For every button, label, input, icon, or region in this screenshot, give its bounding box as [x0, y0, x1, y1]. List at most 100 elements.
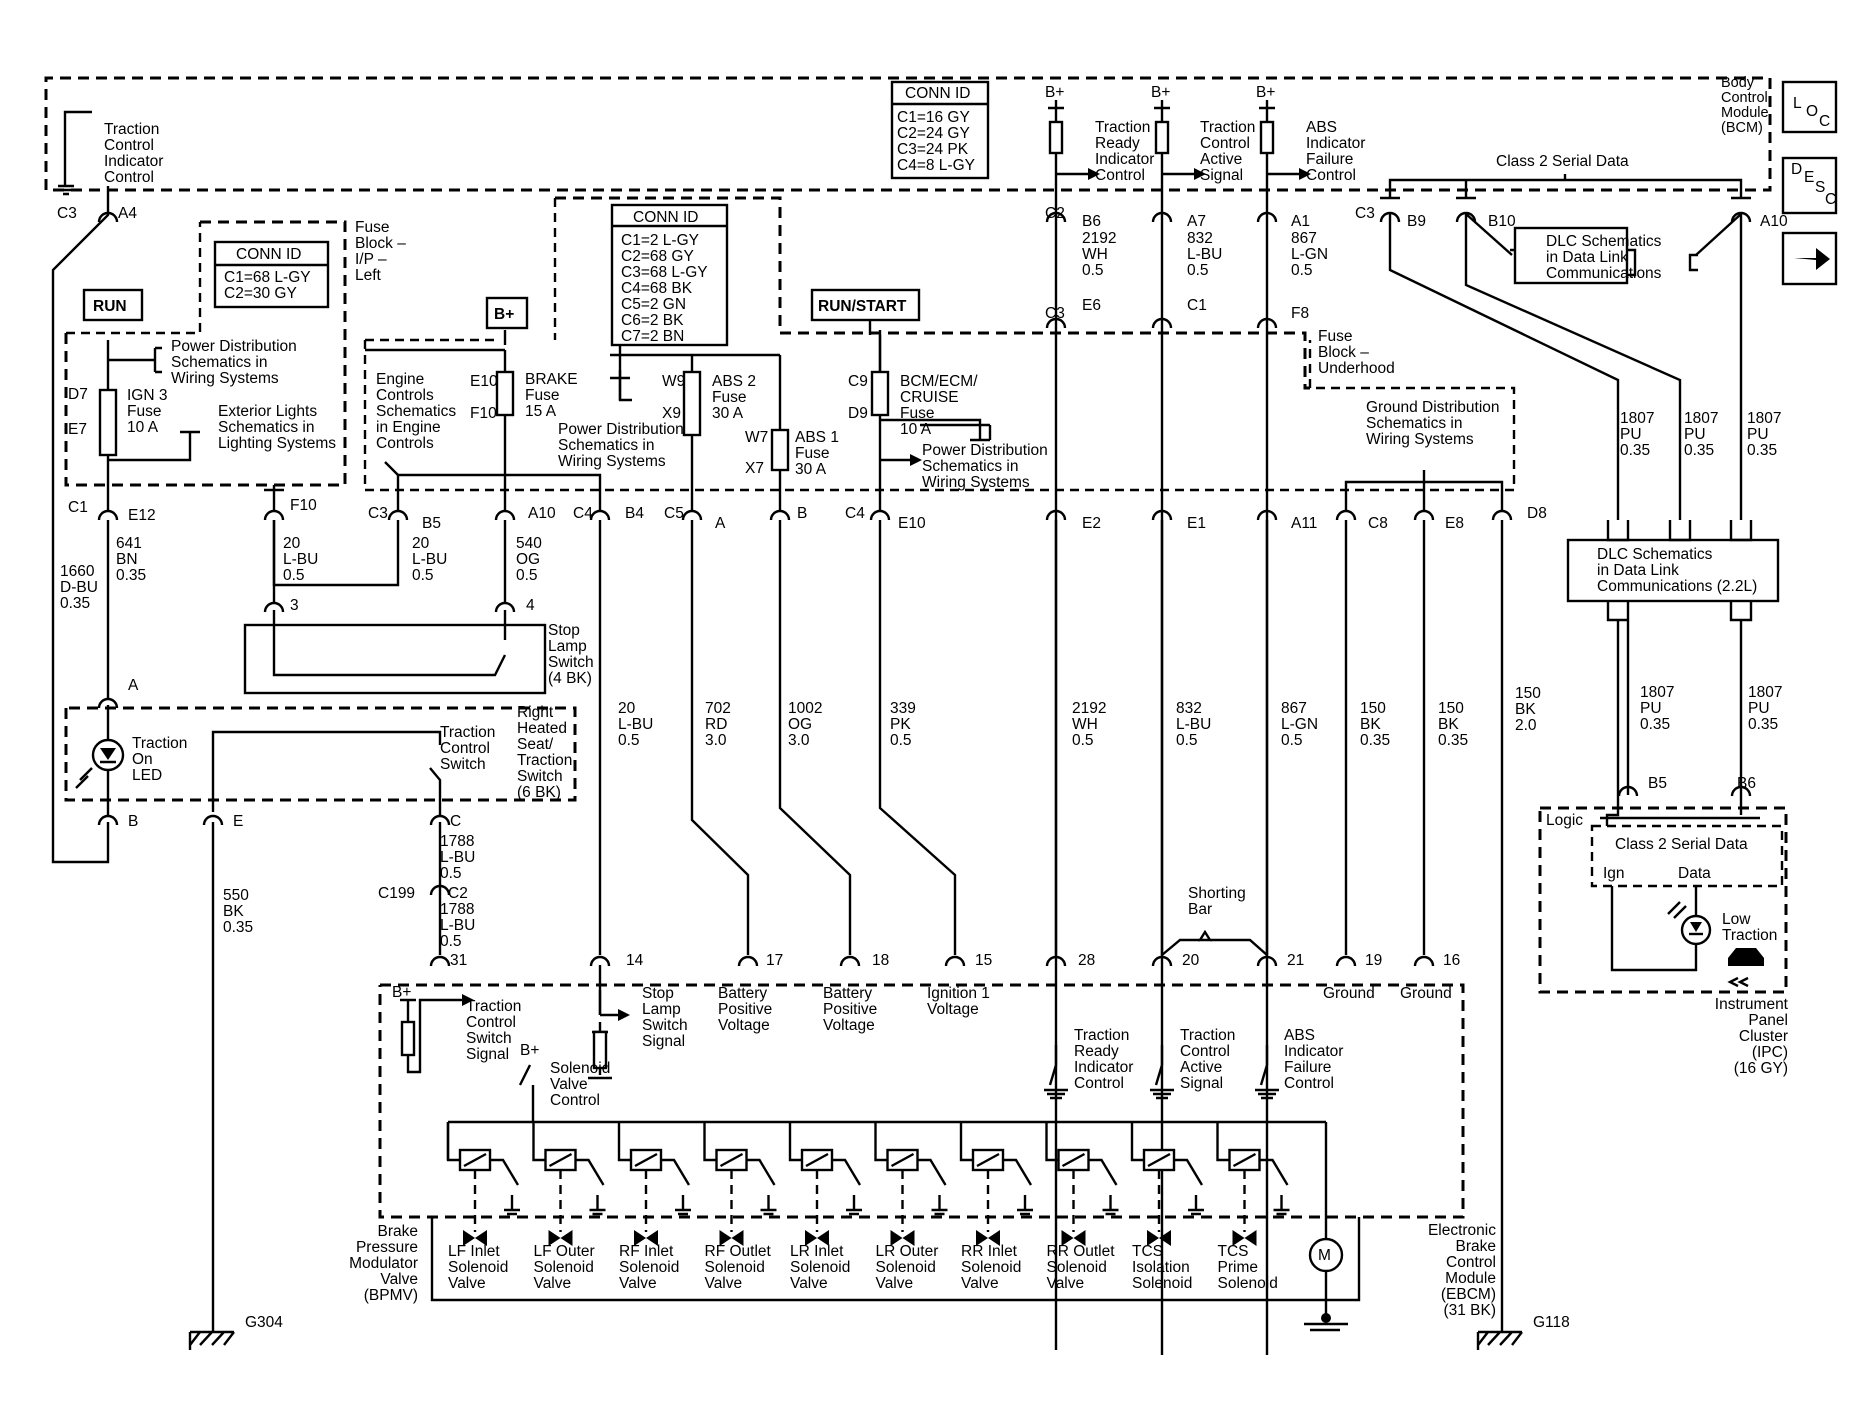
ipc-wiring: [1600, 795, 1760, 972]
valve-label-5-line: LR Outer: [876, 1243, 939, 1260]
class2-box: [1590, 824, 1784, 888]
pin-label: C199: [378, 885, 415, 902]
ebcm-stop-lamp-signal-label-line: Signal: [642, 1033, 685, 1050]
ground-dist-label-line: Ground Distribution: [1366, 399, 1500, 416]
fuse-uh-conn-id-box: [610, 203, 729, 347]
bpmv-label-line: (BPMV): [364, 1287, 418, 1304]
ipc-data-label: Data: [1678, 865, 1711, 882]
ebcm-title-line: (31 BK): [1443, 1302, 1496, 1319]
brake-fuse-circuit: [365, 330, 602, 510]
ebcm-battery-voltage-1-line: Positive: [718, 1001, 772, 1018]
ipc-title-line: (16 GY): [1734, 1060, 1788, 1077]
bcm-fuse-icon: [870, 370, 890, 417]
pin-label: 15: [975, 952, 992, 969]
connector-pin: [202, 814, 224, 826]
ebcm-tcs-signal-label-line: Switch: [466, 1030, 512, 1047]
nav-letter: E: [1804, 169, 1814, 186]
abs1-fuse-label-line: 30 A: [795, 461, 827, 478]
ipc-class2-label: Class 2 Serial Data: [1615, 836, 1748, 853]
solenoid-array: [446, 1122, 1290, 1246]
connector-pin: [589, 955, 611, 967]
pin-label: BK: [223, 903, 244, 920]
ebcm-traction-active-label-line: Active: [1180, 1059, 1222, 1076]
fuse-ip-conn-id-box: [213, 240, 330, 309]
fuse-ip-conn-id-title: CONN ID: [236, 246, 301, 263]
pin-label: E12: [128, 507, 156, 524]
power-dist-label-3-line: Wiring Systems: [922, 474, 1030, 491]
fuse-block-ip-title-line: Block –: [355, 235, 406, 252]
bcm-conn-id-title-line: CONN ID: [905, 85, 970, 102]
pin-label: C1: [1187, 297, 1207, 314]
location-icon[interactable]: [1781, 80, 1838, 134]
run-label-line: RUN: [93, 298, 127, 315]
pin-label: D8: [1527, 505, 1547, 522]
bcm-traction-ready-label-line: Control: [1095, 167, 1145, 184]
bcm-class2-label-line: Class 2 Serial Data: [1496, 153, 1629, 170]
connector-pin: [97, 509, 119, 521]
description-icon[interactable]: [1781, 156, 1838, 215]
traction-control-switch-label-line: Traction: [440, 724, 495, 741]
pin-label: B5: [422, 515, 441, 532]
brake-fuse-label-line: BRAKE: [525, 371, 578, 388]
ipc-ign-label-line: Ign: [1603, 865, 1625, 882]
pin-label: 0.5: [516, 567, 538, 584]
ign3-fuse-label-line: 10 A: [127, 419, 159, 436]
run-start-label-line: RUN/START: [818, 298, 907, 315]
fuse-block-uh-title-line: Fuse: [1318, 328, 1352, 345]
valve-label-0-line: LF Inlet: [448, 1243, 500, 1260]
bcm-bplus-2: [1154, 100, 1206, 214]
fuse-ip-conn-id-title-line: CONN ID: [236, 246, 301, 263]
pin-label: L-BU: [1176, 716, 1211, 733]
motor-label-line: M: [1318, 1247, 1331, 1264]
bcm-tc-indicator-label-line: Traction: [104, 121, 159, 138]
valve-label-1-line: Solenoid: [534, 1259, 594, 1276]
connector-pin: [263, 601, 285, 613]
bpmv-label-line: Modulator: [349, 1255, 418, 1272]
pin-label: 1807: [1640, 684, 1674, 701]
power-dist-label-3-line: Power Distribution: [922, 442, 1048, 459]
connector-pin: [1045, 955, 1067, 967]
run-label-box: [82, 288, 144, 322]
ebcm-title-line: Brake: [1456, 1238, 1497, 1255]
ebcm-battery-voltage-1-line: Battery: [718, 985, 767, 1002]
pin-label: PU: [1748, 700, 1770, 717]
pin-label: 21: [1287, 952, 1304, 969]
bcm-bplus-label-1-line: B+: [1151, 84, 1170, 101]
solenoid-7: [1045, 1122, 1119, 1246]
pin-label: L-BU: [283, 551, 318, 568]
bcm-conn-id-box: [890, 80, 990, 180]
ground-g118: [1476, 1330, 1523, 1350]
nav-letter: D: [1791, 161, 1802, 178]
ebcm-traction-ready-label-line: Indicator: [1074, 1059, 1133, 1076]
connector-pin: [1413, 955, 1435, 967]
connector-pin: [429, 814, 451, 826]
connector-pin: [1045, 509, 1067, 521]
fuse-block-ip-title-line: Left: [355, 267, 382, 284]
pin-label: 1002: [788, 700, 822, 717]
bcm-bplus-label-2: B+: [1256, 84, 1275, 101]
exterior-lights-label-line: Schematics in: [218, 419, 314, 436]
pin-label: E1: [1187, 515, 1206, 532]
pin-label: C1: [68, 499, 88, 516]
bcm-bplus-label-0-line: B+: [1045, 84, 1064, 101]
pin-label: 0.5: [1082, 262, 1104, 279]
pin-label: 832: [1187, 230, 1213, 247]
bcm-traction-active-label-line: Traction: [1200, 119, 1255, 136]
pin-label: 18: [872, 952, 889, 969]
bcm-conn-id-list-line: C1=16 GY: [897, 109, 970, 126]
valve-label-8-line: Isolation: [1132, 1259, 1190, 1276]
ebcm-title-line: Module: [1445, 1270, 1496, 1287]
pin-label: 17: [766, 952, 783, 969]
valve-label-4-line: Valve: [790, 1275, 828, 1292]
pin-label: 1788: [440, 833, 474, 850]
pin-label: C5: [664, 505, 684, 522]
